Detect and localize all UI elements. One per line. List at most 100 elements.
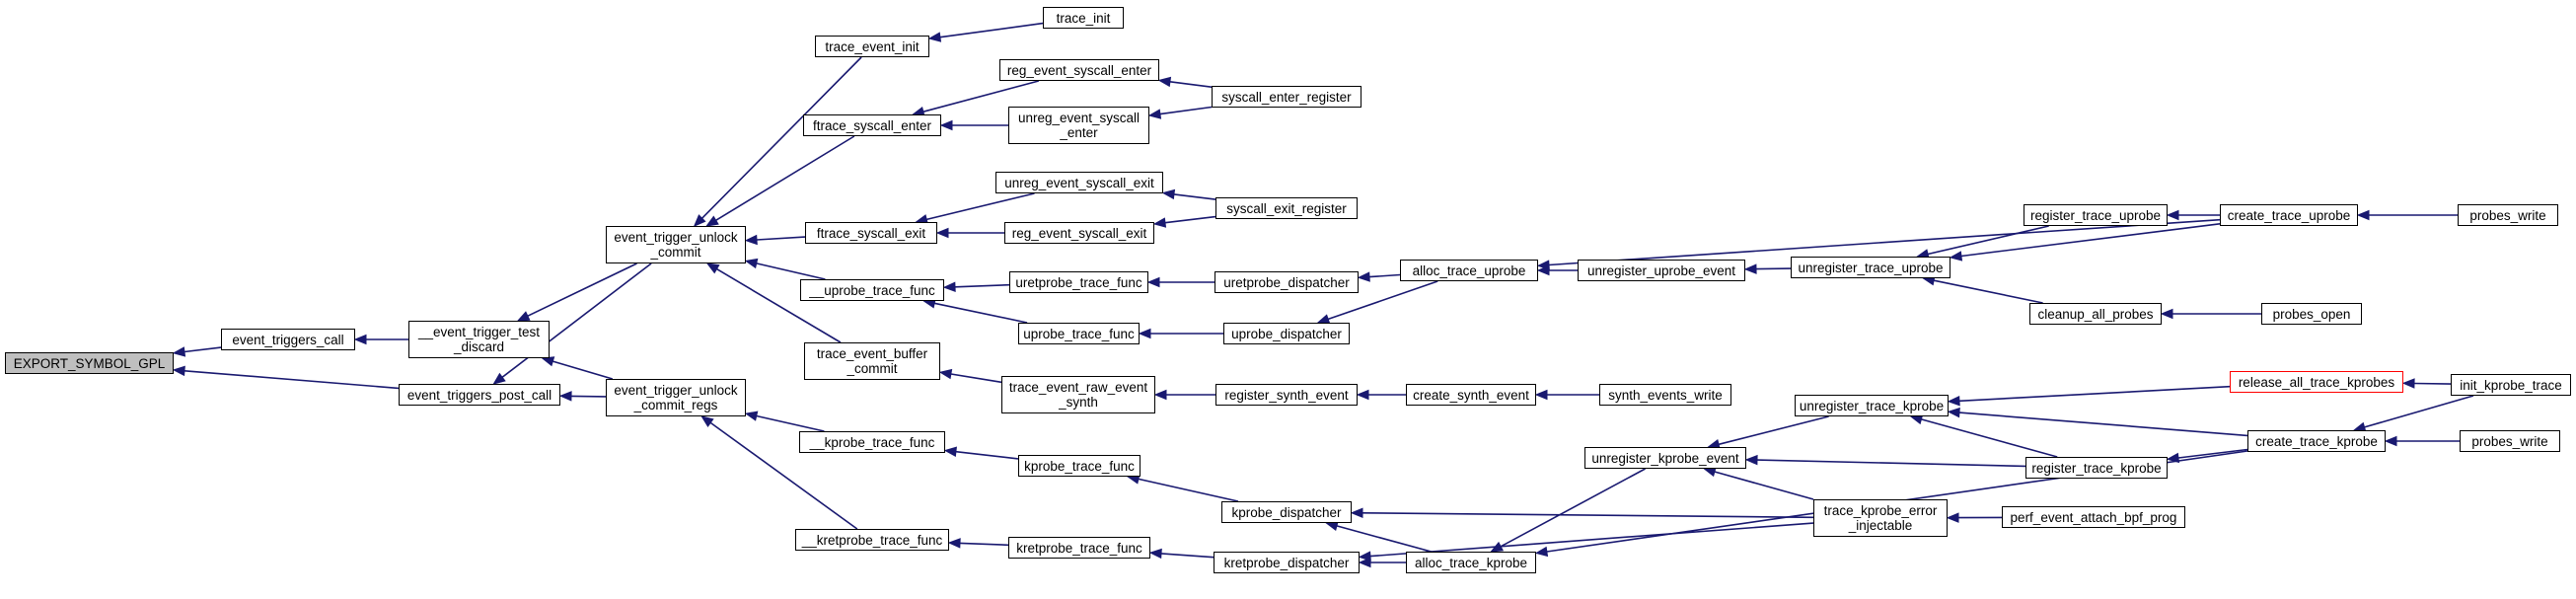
- node-register-synth-event[interactable]: register_synth_event: [1215, 384, 1358, 406]
- edge-arrowhead-icon: [353, 334, 367, 345]
- node-uretprobe-dispatcher[interactable]: uretprobe_dispatcher: [1214, 271, 1359, 293]
- edge-arrowhead-icon: [1157, 76, 1172, 88]
- node-kprobe-trace-func[interactable]: kprobe_trace_func: [1018, 455, 1141, 477]
- node-trace-event-raw-event-synth[interactable]: trace_event_raw_event _synth: [1001, 376, 1155, 413]
- node-alloc-trace-uprobe[interactable]: alloc_trace_uprobe: [1400, 260, 1538, 281]
- edge-register_trace_kprobe-to-unregister_trace_kprobe: [1921, 418, 2058, 458]
- edge-arrowhead-icon: [1148, 548, 1162, 560]
- edge-arrowhead-icon: [927, 32, 942, 42]
- edge-arrowhead-icon: [942, 281, 956, 293]
- node-trace-event-buffer-commit[interactable]: trace_event_buffer _commit: [804, 342, 940, 380]
- node-create-trace-uprobe[interactable]: create_trace_uprobe: [2220, 204, 2358, 226]
- edge-create_trace_kprobe-to-register_trace_kprobe: [2177, 448, 2248, 459]
- edge-syscall_exit_register-to-reg_event_syscall_exit: [1164, 215, 1216, 224]
- node-uprobe-trace-func-internal[interactable]: __uprobe_trace_func: [800, 279, 944, 301]
- edge-arrowhead-icon: [541, 356, 555, 367]
- node-probes-write-uprobe[interactable]: probes_write: [2458, 204, 2558, 226]
- edge-arrowhead-icon: [693, 214, 706, 227]
- node-ftrace-syscall-exit[interactable]: ftrace_syscall_exit: [805, 222, 937, 244]
- node-uprobe-trace-func[interactable]: uprobe_trace_func: [1018, 323, 1140, 344]
- edge-register_trace_uprobe-to-unregister_trace_uprobe: [1927, 225, 2049, 256]
- edge-create_trace_uprobe-to-alloc_trace_uprobe: [1548, 218, 2221, 266]
- edge-create_trace_uprobe-to-unregister_trace_uprobe: [1960, 223, 2221, 258]
- node-event-triggers-call[interactable]: event_triggers_call: [221, 329, 355, 350]
- edge-event_triggers_call-to-export_symbol_gpl: [184, 346, 222, 353]
- node-ftrace-syscall-enter[interactable]: ftrace_syscall_enter: [803, 114, 941, 136]
- edge-arrowhead-icon: [2384, 435, 2397, 447]
- node-event-trigger-test-discard[interactable]: __event_trigger_test _discard: [408, 321, 550, 358]
- edge-uretprobe_trace_func-to-uprobe_trace_func_internal: [954, 283, 1010, 288]
- node-kretprobe-trace-func-internal[interactable]: __kretprobe_trace_func: [795, 529, 949, 551]
- node-register-trace-uprobe[interactable]: register_trace_uprobe: [2024, 204, 2168, 226]
- edge-cleanup_all_probes-to-unregister_trace_uprobe: [1933, 279, 2043, 304]
- node-init-kprobe-trace[interactable]: init_kprobe_trace: [2451, 374, 2571, 396]
- edge-event_trigger_unlock_commit-to-event_trigger_test_discard: [527, 262, 637, 317]
- edge-event_trigger_unlock_commit_regs-to-event_trigger_test_discard: [552, 360, 614, 380]
- edge-arrowhead-icon: [744, 411, 759, 421]
- edge-arrowhead-icon: [938, 368, 953, 380]
- node-kretprobe-dispatcher[interactable]: kretprobe_dispatcher: [1214, 552, 1360, 573]
- edge-arrowhead-icon: [935, 227, 949, 239]
- edge-reg_event_syscall_enter-to-ftrace_syscall_enter: [922, 80, 1040, 112]
- node-unregister-trace-kprobe[interactable]: unregister_trace_kprobe: [1795, 395, 1949, 416]
- node-trace-kprobe-error-injectable[interactable]: trace_kprobe_error _injectable: [1813, 499, 1948, 537]
- node-alloc-trace-kprobe[interactable]: alloc_trace_kprobe: [1406, 552, 1536, 573]
- node-cleanup-all-probes[interactable]: cleanup_all_probes: [2029, 303, 2162, 325]
- node-kretprobe-trace-func[interactable]: kretprobe_trace_func: [1008, 537, 1150, 559]
- edge-register_trace_kprobe-to-unregister_kprobe_event: [1756, 459, 2026, 468]
- edge-alloc_trace_kprobe-to-kprobe_dispatcher: [1336, 525, 1432, 553]
- edge-unregister_trace_kprobe-to-unregister_kprobe_event: [1718, 415, 1829, 446]
- edge-arrowhead-icon: [1947, 396, 1960, 407]
- edge-event_trigger_unlock_commit_regs-to-event_triggers_post_call: [570, 395, 607, 398]
- node-release-all-trace-kprobes[interactable]: release_all_trace_kprobes: [2230, 371, 2403, 393]
- node-perf-event-attach-bpf-prog[interactable]: perf_event_attach_bpf_prog: [2002, 506, 2185, 528]
- node-syscall-enter-register[interactable]: syscall_enter_register: [1212, 86, 1362, 108]
- edge-init_kprobe_trace-to-create_trace_kprobe: [2364, 395, 2474, 428]
- edge-arrowhead-icon: [939, 119, 953, 131]
- edge-trace_kprobe_error_injectable-to-kprobe_dispatcher: [1362, 512, 1814, 519]
- node-kprobe-dispatcher[interactable]: kprobe_dispatcher: [1221, 501, 1352, 523]
- node-unregister-uprobe-event[interactable]: unregister_uprobe_event: [1578, 260, 1745, 281]
- node-register-trace-kprobe[interactable]: register_trace_kprobe: [2025, 457, 2168, 479]
- edge-arrowhead-icon: [1744, 454, 1758, 466]
- node-create-trace-kprobe[interactable]: create_trace_kprobe: [2247, 430, 2386, 452]
- node-export-symbol-gpl: EXPORT_SYMBOL_GPL: [5, 352, 174, 374]
- edge-trace_init-to-trace_event_init: [939, 22, 1044, 38]
- node-event-trigger-unlock-commit-regs[interactable]: event_trigger_unlock _commit_regs: [606, 379, 746, 416]
- edge-arrowhead-icon: [172, 346, 186, 357]
- edge-alloc_trace_uprobe-to-uretprobe_dispatcher: [1368, 273, 1401, 278]
- node-kprobe-trace-func-internal[interactable]: __kprobe_trace_func: [799, 431, 945, 453]
- node-event-triggers-post-call[interactable]: event_triggers_post_call: [399, 384, 560, 406]
- node-probes-write-kprobe[interactable]: probes_write: [2460, 430, 2560, 452]
- edge-arrowhead-icon: [1147, 109, 1162, 119]
- edge-kprobe_trace_func-to-kprobe_trace_func_internal: [955, 450, 1019, 460]
- node-uretprobe-trace-func[interactable]: uretprobe_trace_func: [1009, 271, 1148, 293]
- edge-arrowhead-icon: [2401, 378, 2415, 389]
- node-event-trigger-unlock-commit[interactable]: event_trigger_unlock _commit: [606, 226, 746, 263]
- node-trace-event-init[interactable]: trace_event_init: [815, 36, 929, 57]
- edge-arrowhead-icon: [1534, 546, 1549, 558]
- edge-arrowhead-icon: [1153, 389, 1167, 401]
- edge-init_kprobe_trace-to-release_all_trace_kprobes: [2413, 382, 2452, 385]
- edge-syscall_exit_register-to-unreg_event_syscall_exit: [1173, 193, 1216, 200]
- edge-arrowhead-icon: [1946, 512, 1959, 523]
- node-reg-event-syscall-enter[interactable]: reg_event_syscall_enter: [999, 59, 1159, 81]
- node-unreg-event-syscall-enter[interactable]: unreg_event_syscall _enter: [1008, 107, 1149, 144]
- edge-arrowhead-icon: [1152, 217, 1167, 228]
- node-unregister-kprobe-event[interactable]: unregister_kprobe_event: [1584, 447, 1746, 469]
- node-probes-open[interactable]: probes_open: [2261, 303, 2362, 325]
- node-unreg-event-syscall-exit[interactable]: unreg_event_syscall_exit: [995, 172, 1163, 193]
- node-create-synth-event[interactable]: create_synth_event: [1406, 384, 1536, 406]
- node-syscall-exit-register[interactable]: syscall_exit_register: [1215, 197, 1358, 219]
- node-uprobe-dispatcher[interactable]: uprobe_dispatcher: [1223, 323, 1350, 344]
- node-reg-event-syscall-exit[interactable]: reg_event_syscall_exit: [1004, 222, 1154, 244]
- node-trace-init[interactable]: trace_init: [1043, 7, 1124, 29]
- edge-trace_event_init-to-event_trigger_unlock_commit: [701, 56, 862, 219]
- node-synth-events-write[interactable]: synth_events_write: [1599, 384, 1731, 406]
- edge-trace_kprobe_error_injectable-to-kretprobe_dispatcher: [1369, 522, 1814, 558]
- edge-arrowhead-icon: [1534, 389, 1548, 401]
- edge-unreg_event_syscall_exit-to-ftrace_syscall_exit: [926, 192, 1035, 221]
- edge-syscall_enter_register-to-reg_event_syscall_enter: [1169, 81, 1213, 88]
- node-unregister-trace-uprobe[interactable]: unregister_trace_uprobe: [1791, 257, 1950, 278]
